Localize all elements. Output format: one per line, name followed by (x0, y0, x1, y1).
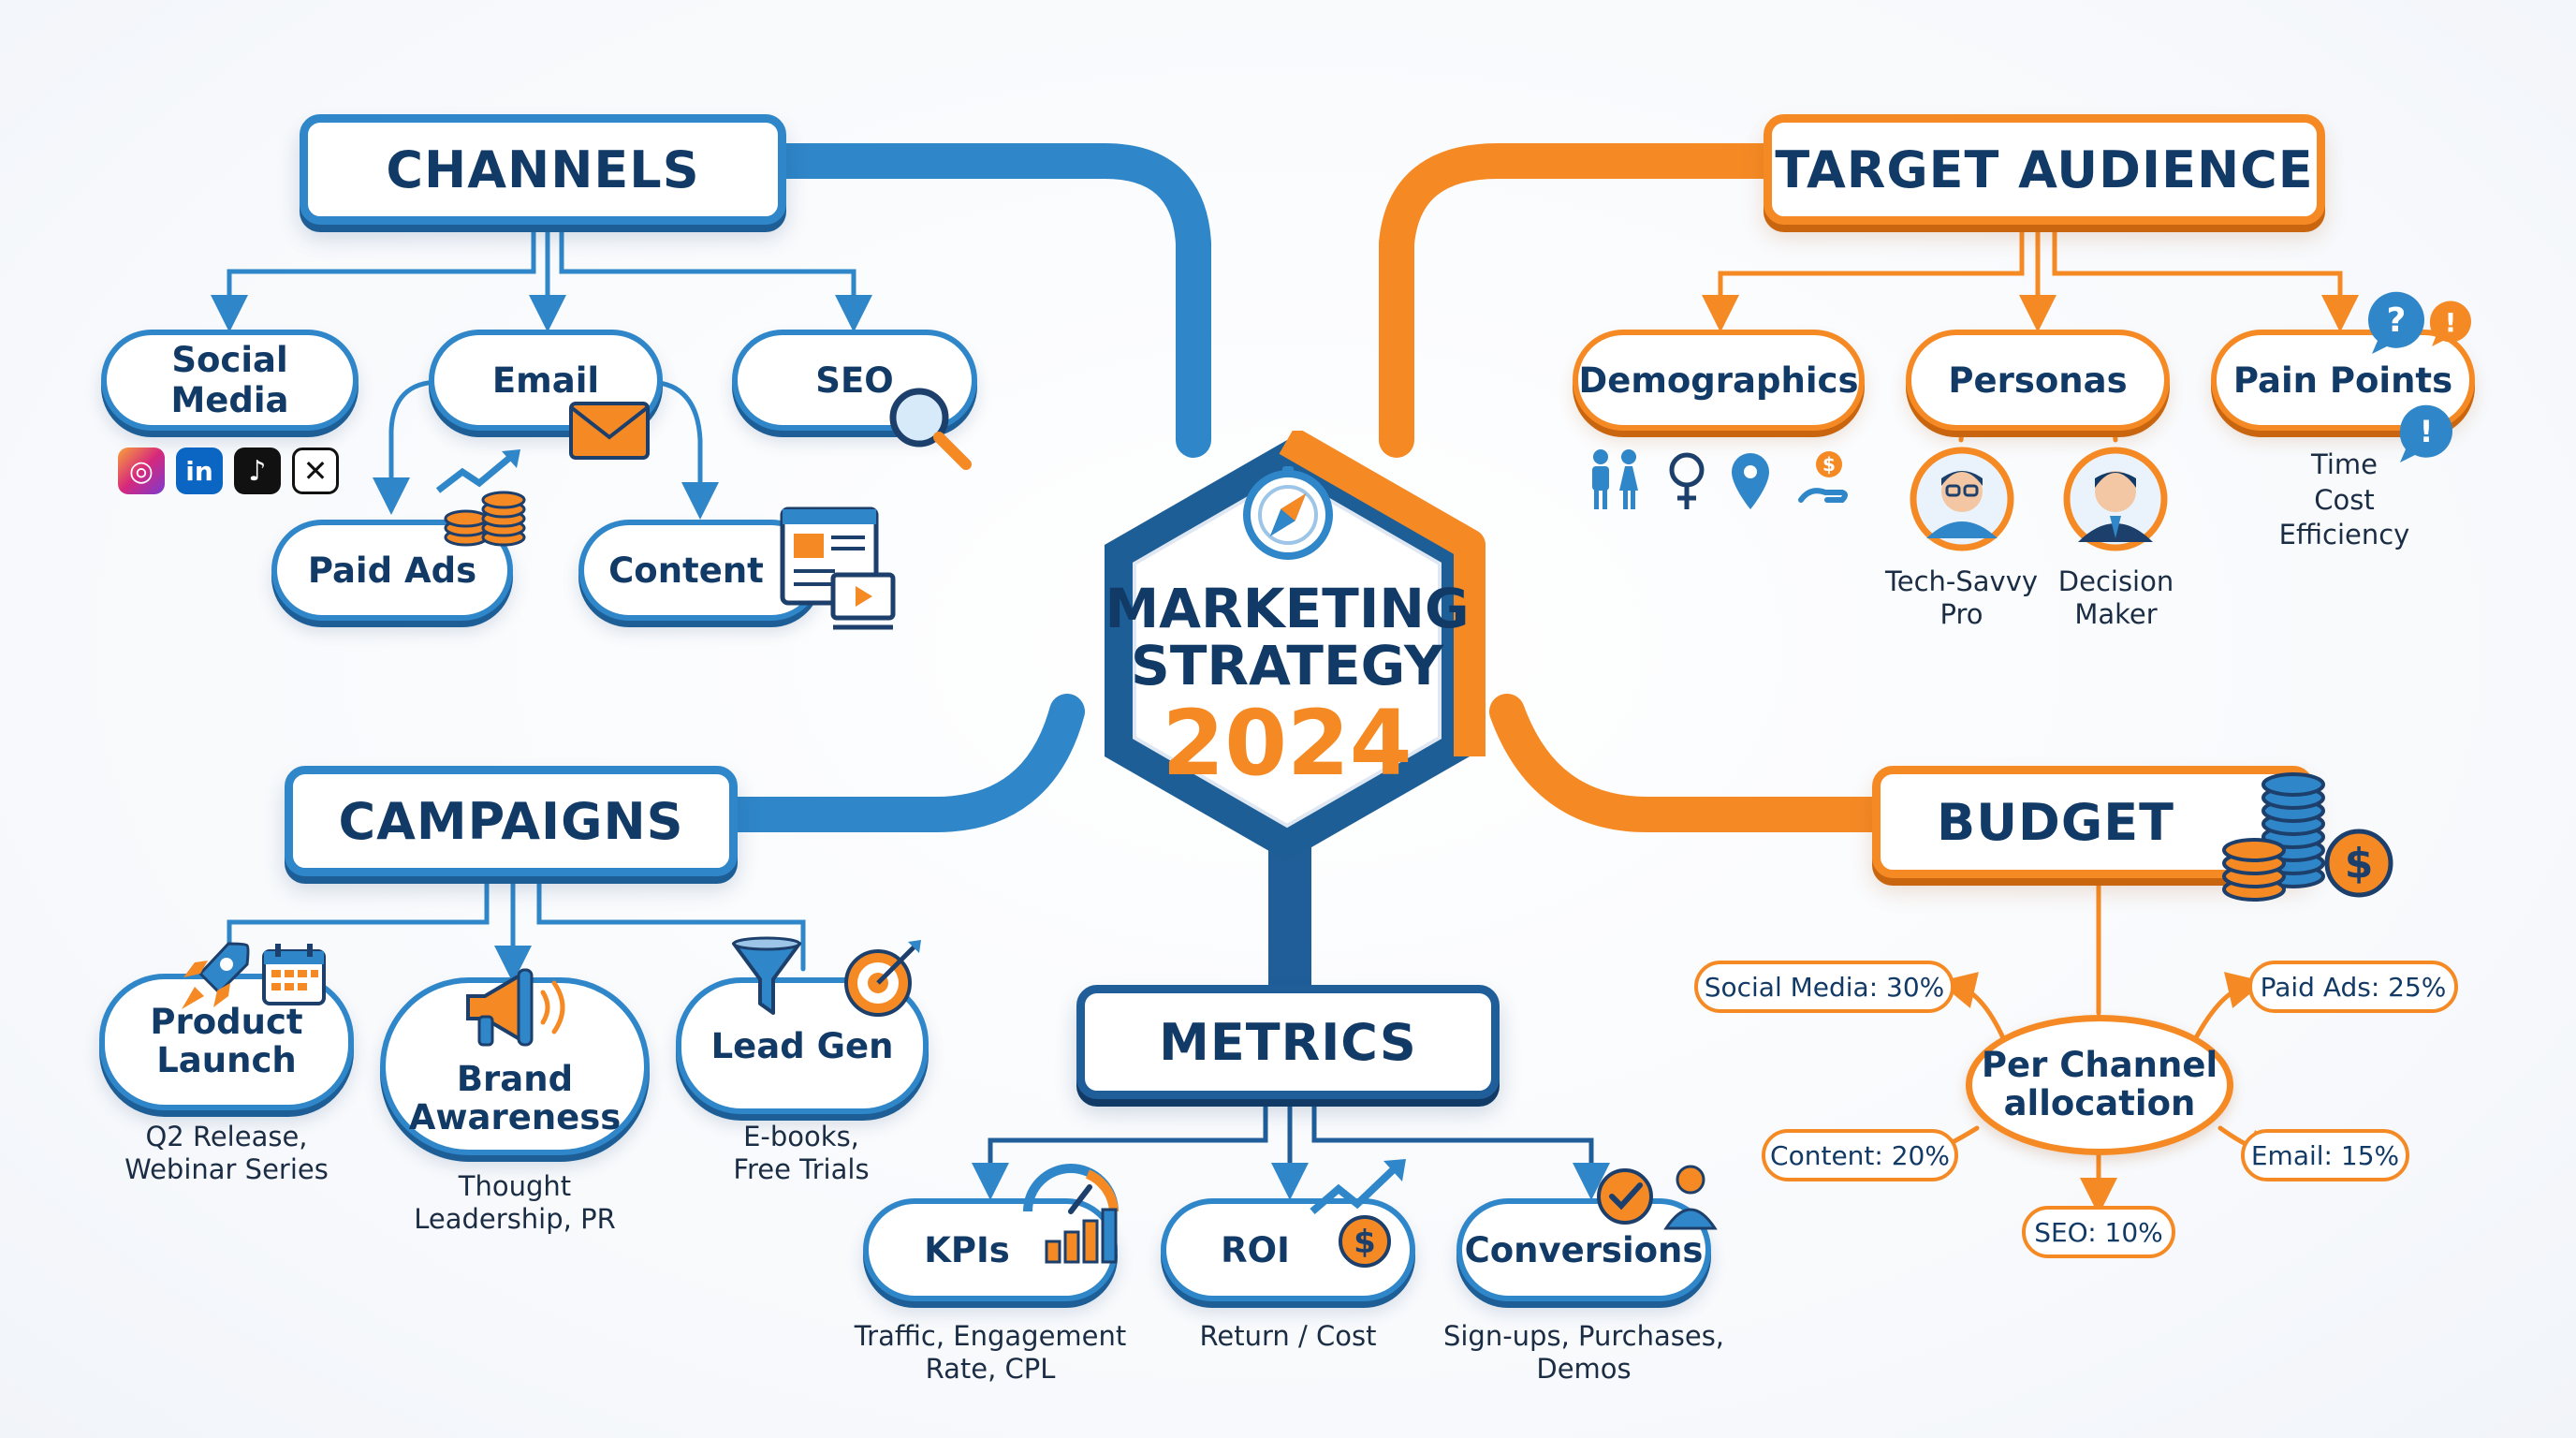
pain-points-notes: Time Cost Efficiency (2278, 448, 2410, 551)
tiktok-icon: ♪ (234, 448, 281, 494)
roi-trend-dollar-icon: $ (1310, 1159, 1406, 1268)
svg-text:?: ? (2387, 301, 2407, 340)
calendar-icon (262, 944, 326, 1005)
central-hub (1067, 426, 1507, 871)
funnel-icon (732, 936, 801, 1015)
campaigns-header[interactable]: CAMPAIGNS (285, 766, 738, 876)
roi-note: Return / Cost (1199, 1320, 1377, 1352)
target-icon (844, 940, 921, 1017)
brand-awareness-note: Thought Leadership, PR (414, 1170, 616, 1235)
metric-conversions[interactable]: Conversions (1456, 1198, 1711, 1301)
persona-decision-maker-label: Decision Maker (2057, 565, 2174, 630)
coins-dollar-icon: $ (2222, 772, 2393, 902)
megaphone-icon (466, 968, 565, 1047)
budget-allocation-center[interactable]: Per Channel allocation (1966, 1015, 2233, 1155)
audience-personas[interactable]: Personas (1906, 330, 2170, 431)
linkedin-icon: in (176, 448, 223, 494)
persona-tech-savvy-label: Tech-Savvy Pro (1884, 565, 2039, 630)
conversions-note: Sign-ups, Purchases, Demos (1442, 1320, 1725, 1385)
lead-gen-note: E-books, Free Trials (733, 1121, 870, 1185)
question-bubble-icon: ? ! (2367, 291, 2471, 354)
envelope-icon (569, 402, 650, 460)
webpage-video-icon (780, 506, 896, 630)
conversion-check-user-icon (1597, 1165, 1718, 1230)
x-icon: ✕ (292, 448, 339, 494)
central-year: 2024 (1162, 691, 1412, 796)
svg-text:$: $ (1354, 1224, 1376, 1261)
branch-channels (764, 143, 1211, 458)
svg-text:!: ! (2420, 414, 2434, 449)
allocation-social-media[interactable]: Social Media: 30% (1694, 961, 1954, 1013)
channel-social-media[interactable]: Social Media (101, 330, 359, 431)
persona-decision-maker-avatar (2063, 447, 2168, 551)
allocation-content[interactable]: Content: 20% (1762, 1129, 1958, 1181)
allocation-paid-ads[interactable]: Paid Ads: 25% (2248, 961, 2458, 1013)
svg-text:$: $ (2345, 840, 2374, 888)
instagram-icon: ◎ (118, 448, 165, 494)
persona-tech-savvy-avatar (1910, 447, 2014, 551)
branch-audience (1379, 143, 1787, 458)
product-launch-note: Q2 Release, Webinar Series (124, 1121, 329, 1185)
channel-seo[interactable]: SEO (732, 330, 977, 431)
central-title: MARKETING STRATEGY (1105, 577, 1470, 697)
branch-campaigns (712, 694, 1085, 832)
magnifier-icon (889, 388, 972, 470)
channel-email[interactable]: Email (429, 330, 663, 431)
rocket-icon (182, 942, 250, 1009)
target-audience-header[interactable]: TARGET AUDIENCE (1764, 114, 2325, 225)
growth-coins-icon (435, 449, 526, 547)
branch-budget (1489, 694, 1890, 832)
compass-icon (1243, 466, 1333, 560)
allocation-email[interactable]: Email: 15% (2241, 1129, 2409, 1181)
svg-text:!: ! (2445, 307, 2457, 338)
kpis-note: Traffic, Engagement Rate, CPL (854, 1320, 1127, 1385)
audience-demographics[interactable]: Demographics (1573, 330, 1865, 431)
metrics-header[interactable]: METRICS (1076, 985, 1500, 1099)
demographic-icons: $ (1592, 449, 1848, 509)
audience-pain-points[interactable]: Pain Points (2211, 330, 2475, 431)
gauge-chart-icon (1023, 1164, 1119, 1264)
channels-header[interactable]: CHANNELS (300, 114, 786, 225)
metric-roi[interactable]: ROI (1161, 1198, 1415, 1301)
allocation-seo[interactable]: SEO: 10% (2022, 1206, 2175, 1258)
alert-bubble-icon: ! (2399, 404, 2452, 462)
svg-text:$: $ (1822, 453, 1836, 476)
